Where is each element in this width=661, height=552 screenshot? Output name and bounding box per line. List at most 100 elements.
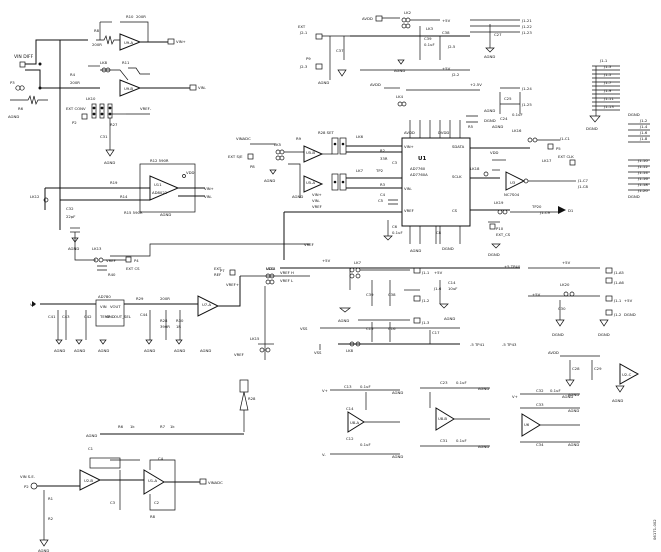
svg-text:AD7760A: AD7760A xyxy=(410,172,428,177)
svg-text:C3: C3 xyxy=(110,500,116,505)
svg-text:R29: R29 xyxy=(136,296,144,301)
svg-text:LK2: LK2 xyxy=(404,10,412,15)
svg-text:P7: P7 xyxy=(220,268,225,273)
lk5-block: VINADC LK5 EXT S/E P8 AGND AGND xyxy=(228,136,304,199)
svg-text:0.1uF: 0.1uF xyxy=(424,42,435,47)
svg-text:LK4: LK4 xyxy=(396,94,404,99)
opamp-bank-3: V+ C32 0.1uF C33 U6 C34 AGND AGND AGND xyxy=(512,388,580,447)
svg-text:C42: C42 xyxy=(84,314,92,319)
svg-text:R4: R4 xyxy=(70,72,76,77)
svg-text:C12: C12 xyxy=(346,436,354,441)
svg-text:200R: 200R xyxy=(70,80,80,85)
svg-text:R6: R6 xyxy=(118,424,124,429)
svg-text:VSS: VSS xyxy=(300,326,308,331)
svg-text:+5V: +5V xyxy=(442,66,451,71)
svg-text:R11: R11 xyxy=(122,60,130,65)
svg-text:AGND: AGND xyxy=(174,348,185,353)
mid-supply: VDD +5V +5 TP40 LK7 J1-1 +5V C39 C38 J1-… xyxy=(266,258,521,355)
svg-text:1k: 1k xyxy=(130,424,135,429)
opamp-u10b: R4 200R U9-B VIN- LK8 R11 xyxy=(60,60,207,97)
svg-text:AGND: AGND xyxy=(410,248,421,253)
svg-text:VREF-: VREF- xyxy=(140,106,152,111)
svg-text:U6: U6 xyxy=(524,422,530,427)
svg-text:LK14: LK14 xyxy=(266,266,276,271)
svg-text:C17: C17 xyxy=(432,330,440,335)
svg-text:LK18: LK18 xyxy=(470,166,480,171)
svg-text:R28: R28 xyxy=(160,318,168,323)
svg-text:10uF: 10uF xyxy=(448,286,457,291)
svg-text:LK3: LK3 xyxy=(426,26,434,31)
svg-text:0.1uF: 0.1uF xyxy=(456,438,467,443)
svg-text:P5: P5 xyxy=(556,146,561,151)
svg-text:C5: C5 xyxy=(378,198,384,203)
svg-text:VDD: VDD xyxy=(490,150,499,155)
svg-text:R2: R2 xyxy=(48,516,54,521)
svg-text:J1-23: J1-23 xyxy=(521,30,532,35)
ref-links: LK14 VREF H VREF L LK15 VREF R28 xyxy=(234,266,310,432)
svg-text:EXT CS: EXT CS xyxy=(126,266,140,271)
svg-text:U8-B: U8-B xyxy=(438,416,447,421)
svg-text:C6: C6 xyxy=(392,224,398,229)
svg-text:AGND: AGND xyxy=(444,316,455,321)
svg-text:J1-14: J1-14 xyxy=(637,170,648,175)
svg-text:SDATA: SDATA xyxy=(452,144,465,149)
svg-text:EXT S/E: EXT S/E xyxy=(228,154,243,159)
svg-text:DGND: DGND xyxy=(628,194,640,199)
svg-text:J2-2: J2-2 xyxy=(451,72,460,77)
svg-text:DGND: DGND xyxy=(624,312,636,317)
svg-text:1R: 1R xyxy=(176,324,181,329)
svg-text:U2-B: U2-B xyxy=(84,478,93,483)
svg-text:R8: R8 xyxy=(150,514,156,519)
svg-text:C16: C16 xyxy=(388,326,396,331)
svg-text:VIN-: VIN- xyxy=(204,194,213,199)
svg-text:+5V: +5V xyxy=(442,18,451,23)
right-supply: +5V J1-A5 J1-A6 +5V LK20 J1-1 +5V J1-2 D… xyxy=(528,260,636,337)
svg-text:DGND: DGND xyxy=(598,332,610,337)
svg-text:AGND: AGND xyxy=(568,442,579,447)
svg-text:U11: U11 xyxy=(154,182,162,187)
svg-text:AGND: AGND xyxy=(492,124,503,129)
svg-text:DVDD: DVDD xyxy=(438,130,449,135)
svg-text:C15: C15 xyxy=(366,326,374,331)
svg-text:R2: R2 xyxy=(380,148,386,153)
svg-text:LK12: LK12 xyxy=(30,194,40,199)
svg-text:J1-13: J1-13 xyxy=(603,104,614,109)
svg-text:TEMP: TEMP xyxy=(99,314,111,319)
svg-text:AGND: AGND xyxy=(484,108,495,113)
svg-text:J1-C8: J1-C8 xyxy=(577,184,589,189)
svg-text:VIN-: VIN- xyxy=(312,198,321,203)
svg-text:AGND: AGND xyxy=(264,178,275,183)
svg-text:C44: C44 xyxy=(140,312,148,317)
svg-text:+5V: +5V xyxy=(322,258,331,263)
svg-text:C37: C37 xyxy=(336,48,344,53)
svg-text:R27: R27 xyxy=(110,122,118,127)
svg-text:1k: 1k xyxy=(170,424,175,429)
top-supply: EXT J2-1 P9 J2-3 C37 AGND AVDD LK2 +5V L… xyxy=(298,10,470,85)
clock-u3: LK16 J1-C1 P5 U3 NC7S04 LK17 EXT CLK J1-… xyxy=(470,128,589,257)
svg-text:EXT: EXT xyxy=(214,266,222,271)
svg-text:U2-C: U2-C xyxy=(622,372,632,377)
svg-text:VIN S.E.: VIN S.E. xyxy=(20,474,35,479)
svg-text:C31: C31 xyxy=(440,438,448,443)
svg-text:AGND: AGND xyxy=(144,348,155,353)
svg-text:R9: R9 xyxy=(296,136,302,141)
opamp-bank-2: C23 0.1uF U8-B C31 0.1uF AGND AGND xyxy=(420,380,490,449)
svg-text:C41: C41 xyxy=(48,314,56,319)
svg-text:VREF H: VREF H xyxy=(280,270,294,275)
lk13-block: LK13 P4 EXT CS VREF VREF R40 xyxy=(74,232,314,277)
svg-text:AGND: AGND xyxy=(38,548,49,552)
svg-text:C4: C4 xyxy=(158,456,164,461)
svg-text:C27: C27 xyxy=(494,32,502,37)
svg-text:R3: R3 xyxy=(380,182,386,187)
svg-text:AGND: AGND xyxy=(160,212,171,217)
svg-text:P8: P8 xyxy=(250,164,255,169)
svg-text:AGND: AGND xyxy=(484,54,495,59)
svg-text:P2: P2 xyxy=(24,484,29,489)
svg-text:33R: 33R xyxy=(380,156,388,161)
svg-text:R8: R8 xyxy=(94,28,100,33)
u1-decoupling: C5 C6 0.1uF C8 DGND AGND xyxy=(378,198,454,253)
svg-text:C3: C3 xyxy=(392,160,398,165)
svg-text:VINADC: VINADC xyxy=(208,480,223,485)
svg-text:200R: 200R xyxy=(160,296,170,301)
svg-text:TP20: TP20 xyxy=(531,204,542,209)
